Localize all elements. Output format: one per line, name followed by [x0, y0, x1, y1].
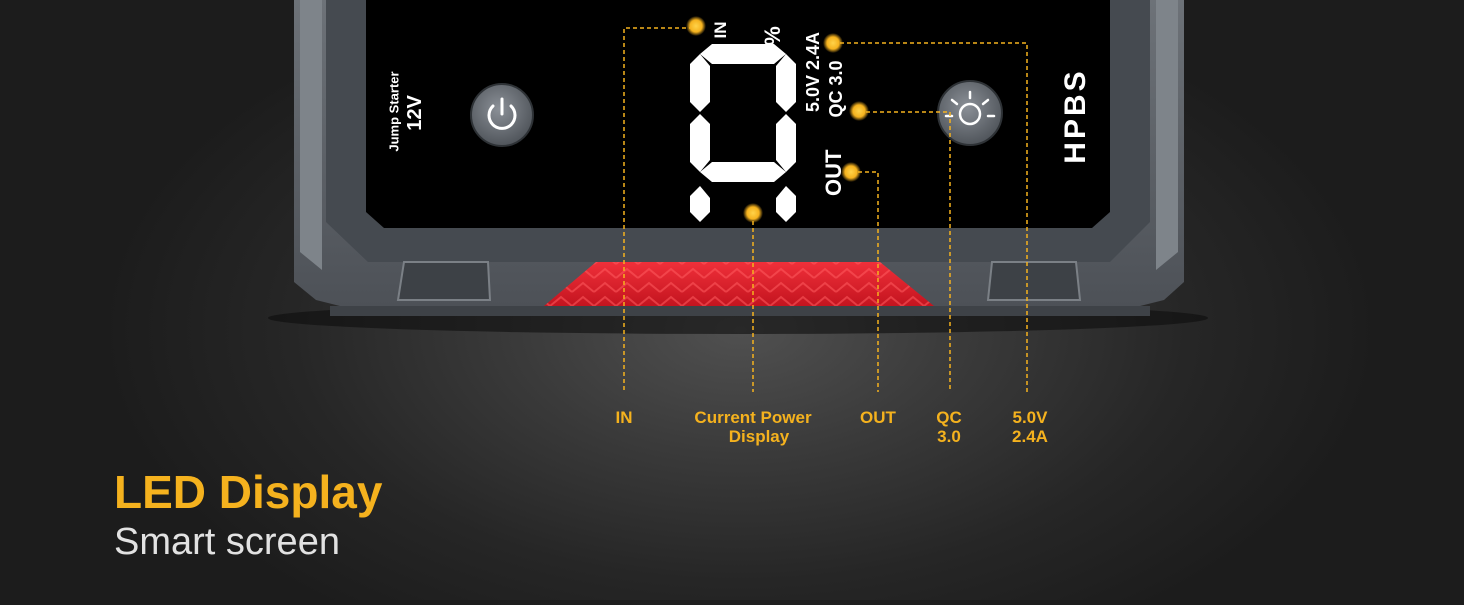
callout-in: IN [604, 408, 644, 427]
callout-in-text: IN [615, 408, 633, 427]
callout-usb-line1: 5.0V [1012, 408, 1048, 427]
callout-usb-line2: 2.4A [1012, 427, 1048, 446]
callout-usb: 5.0V 2.4A [1002, 408, 1058, 446]
callout-qc: QC 3.0 [926, 408, 972, 446]
light-button[interactable] [937, 80, 1003, 146]
voltage-label: 12V [404, 95, 426, 131]
lcd-screen [366, 0, 1110, 228]
power-icon [487, 97, 517, 130]
digit-two [690, 186, 796, 222]
feature-title: LED Display [114, 466, 383, 518]
callout-current-power-line1: Current Power [694, 408, 812, 427]
callout-dots [686, 16, 869, 223]
usb-label-line1: 5.0V 2.4A [803, 31, 823, 113]
callout-current-power-line2: Display [728, 427, 790, 446]
jump-starter-label: Jump Starter [386, 71, 402, 152]
power-button[interactable] [470, 83, 534, 147]
usb-label-line2: QC 3.0 [826, 60, 846, 118]
brand-logo: HPBS [1059, 68, 1092, 164]
flashlight-icon [944, 90, 996, 126]
callout-qc-line1: QC [936, 408, 962, 427]
seven-segment-readout [690, 44, 796, 222]
callout-current-power: Current Power Display [678, 408, 828, 446]
callout-out-text: OUT [860, 408, 896, 427]
callout-qc-line2: 3.0 [937, 427, 961, 446]
digit-one [690, 44, 796, 182]
feature-subtitle: Smart screen [114, 521, 340, 563]
callout-out: OUT [850, 408, 906, 427]
screen-in-label: IN [711, 21, 730, 39]
screen-out-label: OUT [821, 149, 846, 196]
percent-sign: % [760, 26, 785, 46]
